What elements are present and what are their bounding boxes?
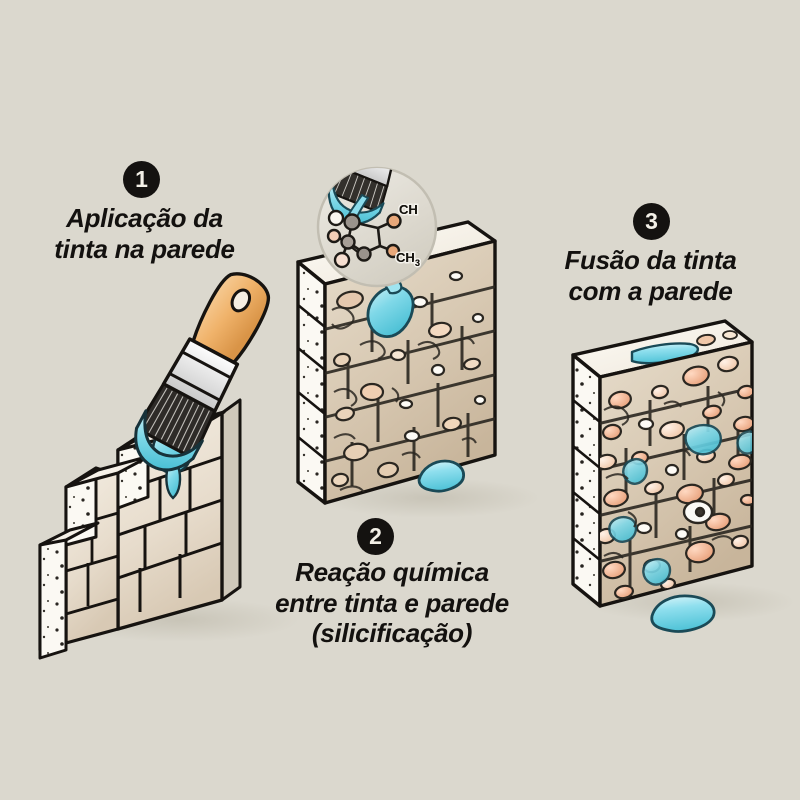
atom-hydroxyl: [327, 209, 345, 227]
brush-handle-hole: [230, 288, 252, 313]
paint-puddle-step3: [650, 594, 716, 633]
step-number-3: 3: [645, 208, 658, 234]
step-badge-2: 2: [357, 518, 394, 555]
step-number-1: 1: [135, 166, 148, 192]
atom-carbon: [343, 213, 361, 231]
step-badge-3: 3: [633, 203, 670, 240]
step-label-1: Aplicação da tinta na parede: [54, 203, 235, 264]
atom-hydroxyl: [326, 228, 342, 244]
svg-text:CH: CH: [399, 202, 418, 217]
step-badge-1: 1: [123, 161, 160, 198]
wall2-front-face: [323, 239, 497, 505]
step-label-3: Fusão da tinta com a parede: [564, 245, 737, 306]
svg-text:3: 3: [415, 258, 420, 268]
silicified-brick-wall: [571, 319, 754, 633]
fused-paint-patches: [608, 423, 752, 586]
paint-brush: [134, 272, 270, 472]
svg-text:CH: CH: [396, 250, 415, 265]
atom-oxygen: [386, 213, 402, 229]
molecule-label-ch: CH: [399, 202, 418, 217]
atom-hydroxyl: [333, 251, 351, 269]
molecule-label-ch3: CH: [396, 250, 415, 265]
atom-carbon: [356, 246, 372, 262]
step-label-2: Reação química entre tinta e parede (sil…: [275, 557, 509, 649]
atom-carbon: [340, 234, 356, 250]
paint-puddle-step2: [417, 459, 465, 493]
svg-text:3: 3: [415, 258, 420, 268]
porous-brick-wall: [296, 220, 497, 505]
atom-oxygen: [385, 243, 401, 259]
molecule-magnifier: CH CH CH CH 3 3: [316, 166, 438, 288]
step-number-2: 2: [369, 523, 382, 549]
